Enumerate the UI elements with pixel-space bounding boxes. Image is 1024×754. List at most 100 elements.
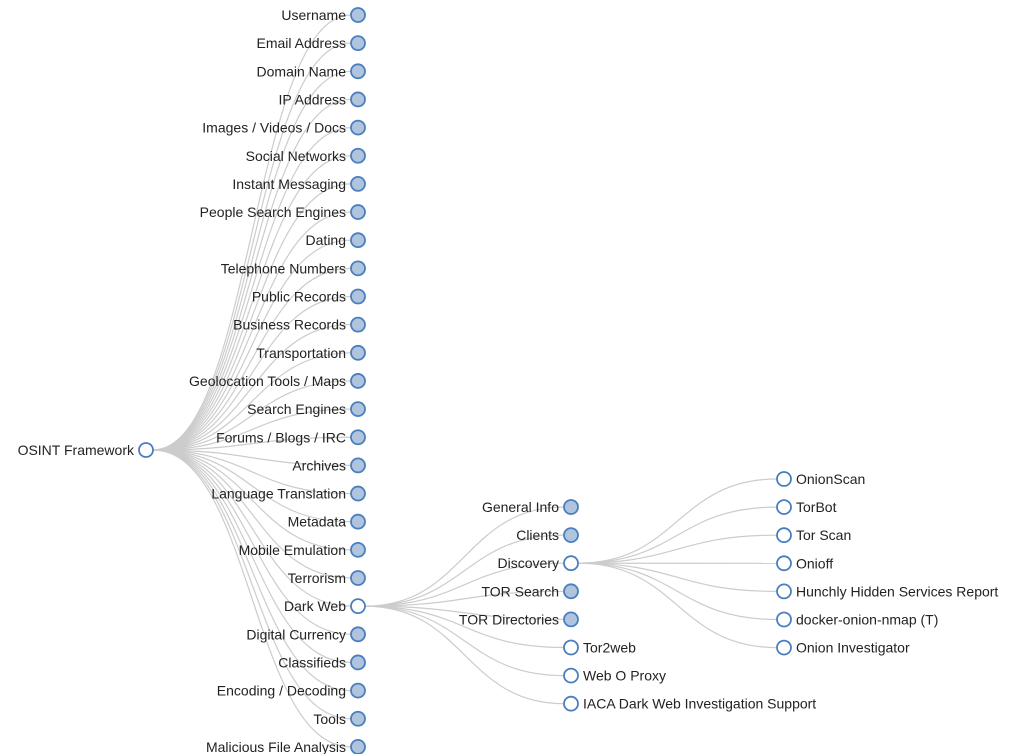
node-circle[interactable] bbox=[563, 667, 579, 684]
node-circle[interactable] bbox=[350, 35, 366, 52]
node-label[interactable]: Hunchly Hidden Services Report bbox=[796, 583, 998, 599]
node-circle[interactable] bbox=[776, 527, 792, 544]
node-general-info[interactable]: General Info bbox=[482, 499, 579, 515]
node-circle[interactable] bbox=[350, 119, 366, 136]
node-circle[interactable] bbox=[350, 91, 366, 108]
node-circle[interactable] bbox=[350, 232, 366, 249]
node-label[interactable]: Tor2web bbox=[583, 640, 636, 656]
node-circle[interactable] bbox=[350, 626, 366, 643]
node-people-search-engines[interactable]: People Search Engines bbox=[200, 204, 366, 220]
node-tor-scan[interactable]: Tor Scan bbox=[776, 527, 851, 544]
node-archives[interactable]: Archives bbox=[292, 457, 366, 474]
node-label[interactable]: Discovery bbox=[498, 555, 559, 571]
node-web-o-proxy[interactable]: Web O Proxy bbox=[563, 667, 666, 684]
node-iaca-dark-web-investigation-support[interactable]: IACA Dark Web Investigation Support bbox=[563, 695, 816, 712]
node-label[interactable]: IACA Dark Web Investigation Support bbox=[583, 696, 816, 712]
node-forums-blogs-irc[interactable]: Forums / Blogs / IRC bbox=[216, 429, 366, 445]
node-label[interactable]: Classifieds bbox=[278, 654, 346, 670]
node-label[interactable]: Search Engines bbox=[247, 401, 346, 417]
node-label[interactable]: Business Records bbox=[233, 317, 346, 333]
node-circle[interactable] bbox=[776, 471, 792, 487]
node-circle[interactable] bbox=[776, 583, 792, 600]
node-clients[interactable]: Clients bbox=[516, 527, 579, 543]
node-label[interactable]: TOR Search bbox=[481, 583, 559, 599]
node-label[interactable]: Clients bbox=[516, 527, 559, 543]
node-transportation[interactable]: Transportation bbox=[256, 344, 366, 361]
node-label[interactable]: Domain Name bbox=[257, 63, 347, 79]
node-circle[interactable] bbox=[563, 695, 579, 712]
node-circle[interactable] bbox=[350, 316, 366, 333]
node-tor2web[interactable]: Tor2web bbox=[563, 640, 636, 656]
node-ip-address[interactable]: IP Address bbox=[279, 91, 366, 108]
node-label[interactable]: Language Translation bbox=[211, 486, 346, 502]
node-label[interactable]: Tools bbox=[313, 711, 346, 727]
node-encoding-decoding[interactable]: Encoding / Decoding bbox=[217, 682, 366, 699]
node-circle[interactable] bbox=[350, 373, 366, 389]
node-onioff[interactable]: Onioff bbox=[776, 555, 833, 571]
node-label[interactable]: Geolocation Tools / Maps bbox=[189, 373, 346, 389]
node-label[interactable]: Encoding / Decoding bbox=[217, 683, 346, 699]
node-label[interactable]: OnionScan bbox=[796, 471, 865, 487]
node-label[interactable]: IP Address bbox=[279, 91, 346, 107]
node-circle[interactable] bbox=[776, 611, 792, 628]
node-label[interactable]: TorBot bbox=[796, 499, 837, 515]
node-hunchly-hidden-services-report[interactable]: Hunchly Hidden Services Report bbox=[776, 583, 998, 600]
node-onionscan[interactable]: OnionScan bbox=[776, 471, 865, 487]
node-circle[interactable] bbox=[350, 260, 366, 277]
node-label[interactable]: Transportation bbox=[256, 345, 346, 361]
node-circle[interactable] bbox=[563, 611, 579, 628]
node-docker-onion-nmap-t[interactable]: docker-onion-nmap (T) bbox=[776, 611, 938, 628]
node-circle[interactable] bbox=[350, 598, 366, 615]
node-label[interactable]: Dark Web bbox=[284, 598, 346, 614]
node-label[interactable]: OSINT Framework bbox=[18, 442, 135, 458]
node-label[interactable]: Social Networks bbox=[246, 148, 346, 164]
node-images-videos-docs[interactable]: Images / Videos / Docs bbox=[202, 119, 366, 136]
node-geolocation-tools-maps[interactable]: Geolocation Tools / Maps bbox=[189, 373, 366, 389]
node-circle[interactable] bbox=[350, 344, 366, 361]
node-social-networks[interactable]: Social Networks bbox=[246, 148, 366, 164]
node-circle[interactable] bbox=[138, 442, 154, 458]
node-label[interactable]: Telephone Numbers bbox=[221, 260, 346, 276]
node-circle[interactable] bbox=[350, 710, 366, 727]
node-circle[interactable] bbox=[350, 682, 366, 699]
node-dating[interactable]: Dating bbox=[306, 232, 366, 249]
node-label[interactable]: Web O Proxy bbox=[583, 668, 666, 684]
node-tor-search[interactable]: TOR Search bbox=[481, 583, 579, 599]
node-circle[interactable] bbox=[563, 555, 579, 572]
node-mobile-emulation[interactable]: Mobile Emulation bbox=[239, 541, 366, 558]
node-label[interactable]: Dating bbox=[306, 232, 346, 248]
node-circle[interactable] bbox=[350, 288, 366, 305]
node-circle[interactable] bbox=[776, 499, 792, 516]
node-dark-web[interactable]: Dark Web bbox=[284, 598, 366, 615]
node-label[interactable]: Digital Currency bbox=[246, 626, 346, 642]
node-email-address[interactable]: Email Address bbox=[257, 35, 366, 52]
node-circle[interactable] bbox=[350, 457, 366, 474]
node-label[interactable]: Terrorism bbox=[288, 570, 346, 586]
node-label[interactable]: Tor Scan bbox=[796, 527, 851, 543]
node-circle[interactable] bbox=[350, 485, 366, 502]
node-domain-name[interactable]: Domain Name bbox=[257, 63, 366, 80]
node-label[interactable]: Public Records bbox=[252, 289, 346, 305]
node-telephone-numbers[interactable]: Telephone Numbers bbox=[221, 260, 366, 277]
node-circle[interactable] bbox=[350, 541, 366, 558]
node-osint-framework[interactable]: OSINT Framework bbox=[18, 442, 154, 458]
node-tor-directories[interactable]: TOR Directories bbox=[459, 611, 579, 628]
node-label[interactable]: Instant Messaging bbox=[232, 176, 346, 192]
node-circle[interactable] bbox=[350, 63, 366, 80]
node-circle[interactable] bbox=[350, 175, 366, 192]
node-torbot[interactable]: TorBot bbox=[776, 499, 837, 516]
node-circle[interactable] bbox=[563, 527, 579, 543]
node-label[interactable]: Onioff bbox=[796, 555, 833, 571]
node-metadata[interactable]: Metadata bbox=[288, 514, 366, 530]
node-label[interactable]: Onion Investigator bbox=[796, 640, 910, 656]
node-label[interactable]: Email Address bbox=[257, 35, 346, 51]
node-search-engines[interactable]: Search Engines bbox=[247, 401, 366, 418]
node-language-translation[interactable]: Language Translation bbox=[211, 485, 366, 502]
node-circle[interactable] bbox=[350, 401, 366, 418]
node-terrorism[interactable]: Terrorism bbox=[288, 570, 366, 586]
node-classifieds[interactable]: Classifieds bbox=[278, 654, 366, 670]
node-label[interactable]: TOR Directories bbox=[459, 611, 559, 627]
node-onion-investigator[interactable]: Onion Investigator bbox=[776, 639, 910, 656]
node-circle[interactable] bbox=[776, 639, 792, 656]
node-circle[interactable] bbox=[350, 570, 366, 586]
